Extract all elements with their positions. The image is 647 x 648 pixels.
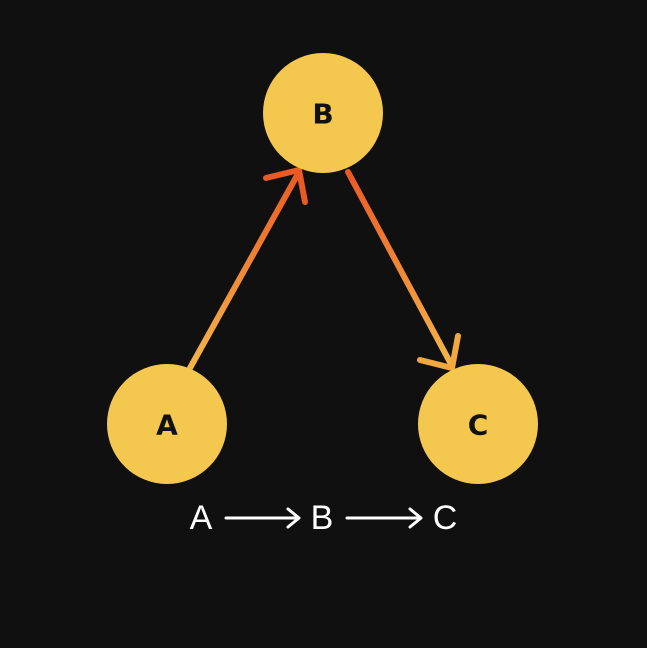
chain-arrow-2-icon bbox=[345, 507, 423, 529]
edge-b-c-line bbox=[345, 169, 455, 369]
node-c-label: C bbox=[468, 409, 489, 442]
chain-third: C bbox=[433, 499, 458, 537]
edge-a-to-b bbox=[187, 167, 308, 371]
node-c: C bbox=[418, 364, 538, 484]
edge-a-b-line bbox=[187, 169, 302, 371]
arrowhead-c-icon bbox=[417, 333, 461, 371]
arrowhead-b-icon bbox=[263, 167, 308, 205]
edge-b-to-c bbox=[345, 169, 461, 371]
node-a-label: A bbox=[156, 409, 178, 442]
node-b-circle bbox=[263, 53, 383, 173]
node-a: A bbox=[107, 364, 227, 484]
node-b: B bbox=[263, 53, 383, 173]
chain-second: B bbox=[311, 499, 334, 537]
chain-arrow-1-icon bbox=[224, 507, 301, 529]
chain-caption: A B C bbox=[190, 499, 458, 537]
node-c-circle bbox=[418, 364, 538, 484]
node-b-label: B bbox=[312, 98, 333, 131]
node-a-circle bbox=[107, 364, 227, 484]
chain-first: A bbox=[190, 499, 213, 537]
